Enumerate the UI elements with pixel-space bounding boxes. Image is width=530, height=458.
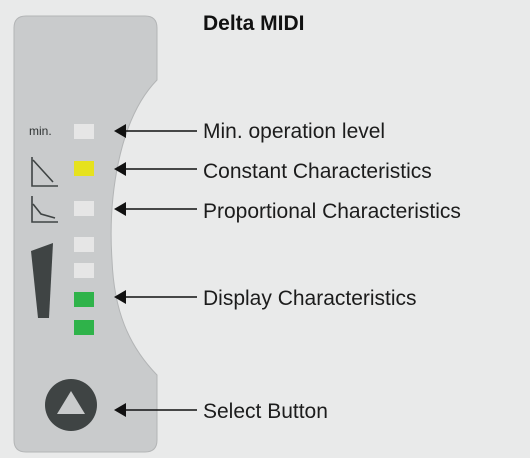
proportional-curve-icon [31, 196, 58, 223]
callout-constant-characteristics: Constant Characteristics [203, 160, 432, 183]
callout-min-operation-level: Min. operation level [203, 120, 386, 143]
select-button[interactable] [45, 379, 97, 431]
led-display-3 [74, 292, 94, 307]
triangle-up-icon [57, 391, 85, 414]
arrow-proportional [114, 202, 197, 216]
level-bar-icon [31, 243, 53, 318]
arrow-min-operation [114, 124, 197, 138]
constant-curve-icon [31, 157, 58, 187]
led-display-1 [74, 237, 94, 252]
led-display-4 [74, 320, 94, 335]
control-panel [13, 15, 158, 453]
product-title: Delta MIDI [203, 12, 305, 35]
led-proportional [74, 201, 94, 216]
arrow-constant [114, 162, 197, 176]
arrow-select-button [114, 403, 197, 417]
arrow-display [114, 290, 197, 304]
led-constant [74, 161, 94, 176]
callout-proportional-characteristics: Proportional Characteristics [203, 200, 461, 223]
callout-display-characteristics: Display Characteristics [203, 287, 417, 310]
min-label: min. [29, 124, 52, 138]
led-min-operation [74, 124, 94, 139]
led-display-2 [74, 263, 94, 278]
callout-select-button: Select Button [203, 400, 328, 423]
